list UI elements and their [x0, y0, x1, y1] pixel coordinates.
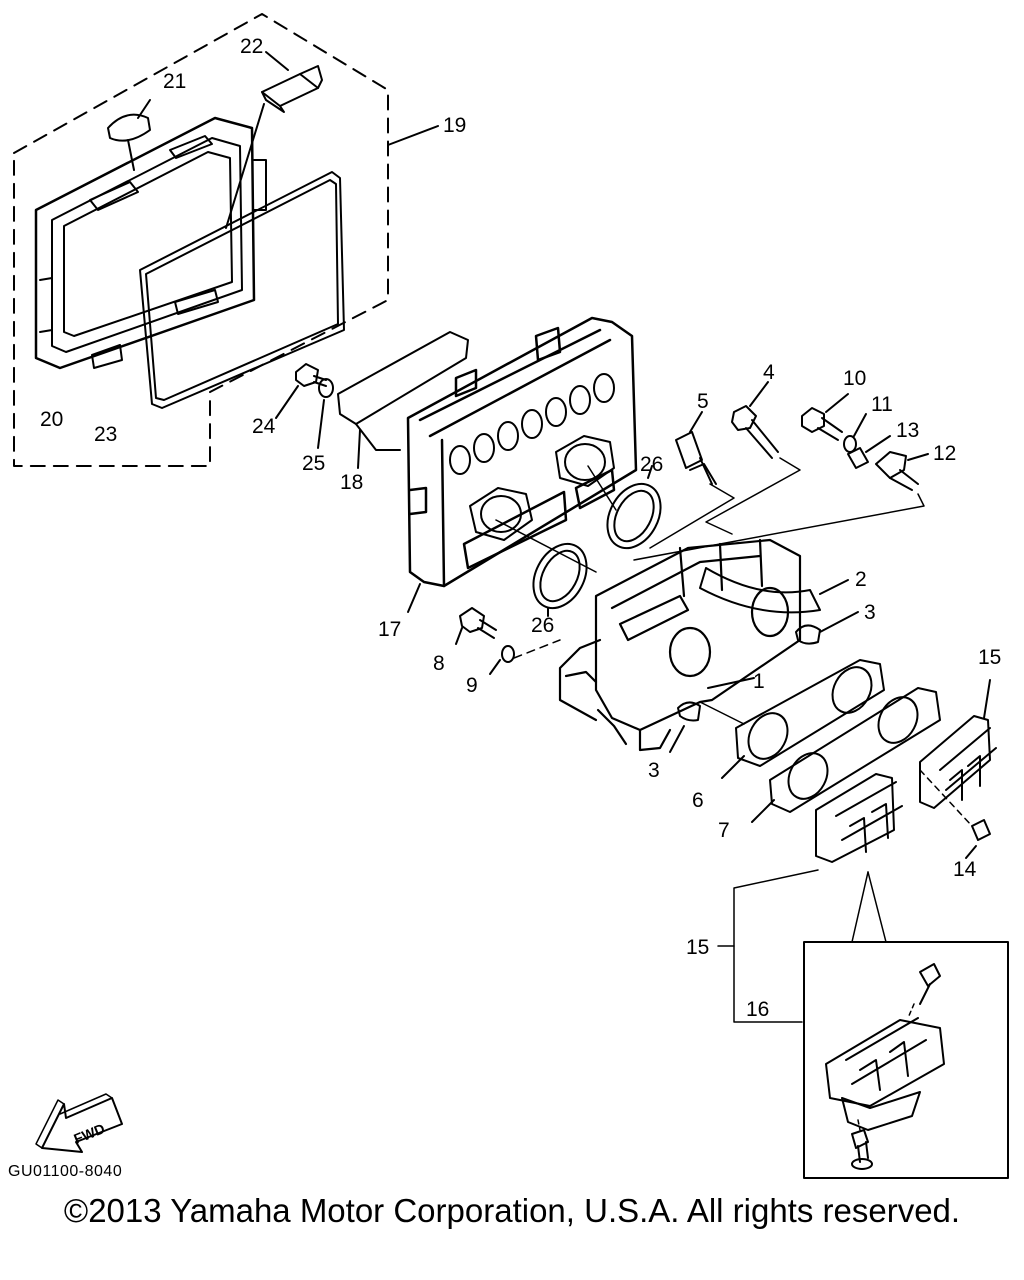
callout-5: 5	[697, 390, 709, 413]
washer-part-9	[501, 645, 515, 663]
gasket-part-6	[699, 659, 885, 779]
o-ring-part-26-upper	[606, 465, 662, 550]
gasket-part-7	[751, 687, 941, 823]
washer-part-25	[318, 378, 334, 398]
group-19-dashed-outline	[13, 13, 389, 467]
bracket-part-12	[633, 451, 929, 561]
callout-10: 10	[843, 367, 867, 390]
collar-part-13	[847, 447, 869, 469]
callout-22: 22	[240, 35, 264, 58]
gasket-part-23	[139, 171, 345, 409]
clamp-part-3-upper	[795, 624, 821, 645]
callout-7: 7	[718, 819, 730, 842]
hose-part-2	[699, 567, 821, 614]
air-box-holes	[449, 373, 615, 475]
reed-valve-part-15-right	[919, 679, 997, 809]
callout-16: 16	[746, 998, 770, 1021]
callout-26-upper: 26	[640, 453, 664, 476]
callout-15-lower: 15	[686, 936, 710, 959]
callout-2: 2	[855, 568, 867, 591]
cap-part-21	[107, 99, 151, 171]
callout-18: 18	[340, 471, 364, 494]
air-box-ports	[469, 435, 615, 541]
drawing-code: GU01100-8040	[8, 1163, 123, 1180]
callout-17: 17	[378, 618, 402, 641]
callout-11: 11	[871, 393, 893, 416]
fwd-arrow-icon: FWD	[35, 1093, 123, 1153]
callout-3-upper: 3	[864, 601, 876, 624]
o-ring-part-26-lower	[532, 542, 588, 617]
washer-part-11	[843, 435, 857, 453]
callout-19: 19	[443, 114, 467, 137]
callout-23: 23	[94, 423, 118, 446]
callout-25: 25	[302, 452, 326, 475]
plate-part-18	[337, 331, 469, 469]
callout-14: 14	[953, 858, 977, 881]
callout-24: 24	[252, 415, 276, 438]
callout-8: 8	[433, 652, 445, 675]
gasket-part-23-inner	[145, 179, 339, 401]
callout-15-upper: 15	[978, 646, 1002, 669]
leader-group-15-16	[733, 869, 819, 1023]
callout-6: 6	[692, 789, 704, 812]
bolt-part-10	[801, 393, 849, 441]
connector-part-22	[225, 51, 323, 229]
detail-inset-frame	[803, 941, 1009, 1179]
fwd-label: FWD	[71, 1120, 107, 1147]
carburetor-part-1	[558, 538, 802, 752]
bolt-part-4	[705, 381, 801, 535]
filter-cover-part-20	[34, 116, 267, 370]
pin-part-14	[971, 819, 991, 841]
callout-12: 12	[933, 442, 957, 465]
copyright-notice: ©2013 Yamaha Motor Corporation, U.S.A. A…	[63, 1192, 961, 1229]
air-box-part-17	[406, 316, 638, 588]
callout-21: 21	[163, 70, 187, 93]
callout-20: 20	[40, 408, 64, 431]
callout-26-lower: 26	[531, 614, 555, 637]
reed-valve-part-15-left	[815, 773, 903, 863]
bolt-part-5	[649, 411, 735, 549]
bolt-part-8	[455, 607, 497, 645]
callout-4: 4	[763, 361, 775, 384]
clamp-part-3-lower	[677, 701, 701, 722]
callout-1: 1	[753, 670, 765, 693]
reed-valve-detail-part-16	[825, 963, 945, 1170]
callout-3-lower: 3	[648, 759, 660, 782]
callout-9: 9	[466, 674, 478, 697]
callout-13: 13	[896, 419, 920, 442]
